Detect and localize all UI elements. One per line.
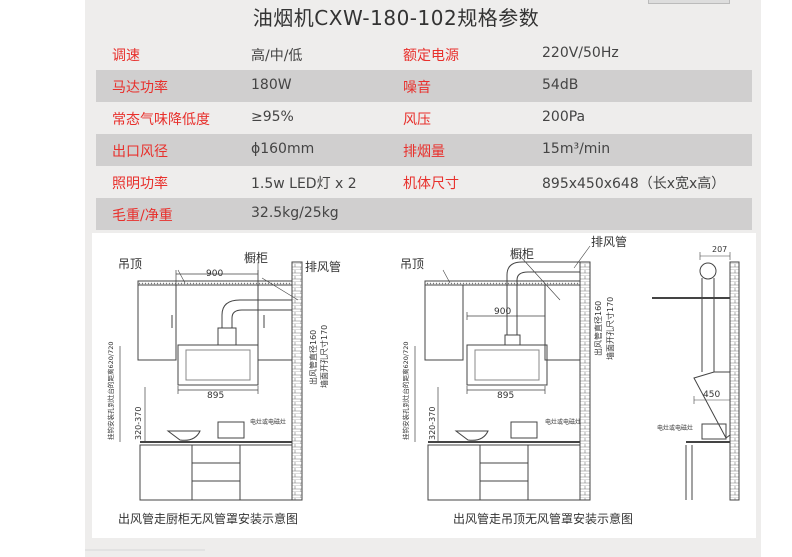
pot — [701, 423, 727, 440]
wall — [291, 261, 303, 501]
spec-label: 调速 — [112, 48, 140, 64]
hood — [177, 344, 259, 386]
label-exhaust-pipe: 排风管 — [305, 259, 341, 274]
spec-value: 1.5w LED灯 x 2 — [251, 176, 357, 192]
wall — [579, 261, 591, 501]
tab-stub — [648, 0, 730, 4]
upper-cabinet-left — [424, 284, 464, 361]
label-ceiling: 吊顶 — [400, 257, 424, 271]
diagram-side-view: 207 450 电灶或电磁灶 — [652, 245, 740, 501]
spec-row: 出口风径 ϕ160mm 排烟量 15m³/min — [96, 134, 752, 166]
spec-label: 常态气味降低度 — [112, 112, 210, 128]
label-height-range: 320-370 — [428, 407, 437, 440]
spec-value: 32.5kg/25kg — [251, 205, 339, 221]
spec-row: 照明功率 1.5w LED灯 x 2 机体尺寸 895x450x648（长x宽x高） — [96, 166, 752, 198]
label-stove: 电灶或电磁灶 — [250, 418, 286, 426]
label-450: 450 — [703, 390, 720, 400]
label-wall-hole: 墙面开孔尺寸170 — [319, 325, 329, 388]
divider — [85, 549, 205, 551]
label-207: 207 — [712, 245, 727, 254]
label-stove: 电灶或电磁灶 — [545, 418, 581, 426]
label-hook-distance: 挂钩安装孔到灶台的距离620/720 — [401, 341, 410, 440]
label-stove: 电灶或电磁灶 — [657, 424, 693, 432]
spec-value: 200Pa — [542, 109, 586, 125]
diagram-ceiling-route: 吊顶 900 橱柜 排风管 895 出风管直径160 墙面开孔尺寸170 挂钩安… — [400, 234, 633, 526]
label-pipe-diameter: 出风管直径160 — [593, 301, 603, 356]
wall — [729, 261, 740, 501]
label-cabinet: 橱柜 — [510, 247, 534, 261]
upper-cabinet-left — [137, 284, 177, 361]
caption-ceiling-route: 出风管走吊顶无风管罩安装示意图 — [453, 511, 633, 526]
spec-label: 毛重/净重 — [112, 208, 173, 224]
label-exhaust-pipe: 排风管 — [591, 234, 627, 249]
spec-row: 毛重/净重 32.5kg/25kg — [96, 198, 752, 230]
duct-outlet — [699, 262, 717, 280]
installation-diagrams: 吊顶 900 橱柜 排风管 895 出风管直径160 墙面开孔尺寸170 挂钩安… — [92, 233, 756, 538]
label-pipe-diameter: 出风管直径160 — [308, 330, 318, 385]
page-title: 油烟机CXW-180-102规格参数 — [252, 6, 540, 30]
hood — [466, 344, 548, 386]
hood-side — [693, 371, 731, 439]
base-cabinet — [139, 444, 293, 501]
spec-value: ≥95% — [251, 109, 294, 125]
label-height-range: 320-370 — [134, 407, 143, 440]
ceiling — [137, 280, 293, 286]
label-hook-distance: 挂钩安装孔到灶台的距离620/720 — [106, 341, 115, 440]
diagram-cabinet-route: 吊顶 900 橱柜 排风管 895 出风管直径160 墙面开孔尺寸170 挂钩安… — [106, 251, 341, 526]
spec-value: 54dB — [542, 77, 579, 93]
spec-label: 风压 — [403, 112, 431, 128]
spec-label: 排烟量 — [403, 144, 445, 160]
spec-label: 额定电源 — [403, 48, 459, 64]
spec-value: 220V/50Hz — [542, 45, 619, 61]
label-900: 900 — [206, 269, 223, 279]
spec-label: 机体尺寸 — [403, 176, 459, 192]
spec-label: 出口风径 — [112, 144, 168, 160]
upper-cabinet-right — [257, 284, 293, 361]
spec-label: 马达功率 — [112, 80, 168, 96]
label-cabinet: 橱柜 — [244, 251, 268, 265]
spec-label: 噪音 — [403, 80, 431, 96]
spec-value: 895x450x648（长x宽x高） — [542, 176, 726, 192]
spec-row: 调速 高/中/低 额定电源 220V/50Hz — [96, 38, 752, 70]
duct — [221, 299, 292, 328]
duct — [506, 261, 580, 335]
label-900: 900 — [494, 307, 511, 317]
upper-cabinet-right — [544, 284, 581, 361]
label-ceiling: 吊顶 — [118, 257, 142, 271]
spec-row: 常态气味降低度 ≥95% 风压 200Pa — [96, 102, 752, 134]
spec-value: ϕ160mm — [251, 141, 315, 157]
pot — [510, 421, 538, 439]
spec-label: 照明功率 — [112, 176, 168, 192]
label-895: 895 — [207, 391, 224, 401]
label-wall-hole: 墙面开孔尺寸170 — [605, 297, 615, 360]
label-895: 895 — [497, 391, 514, 401]
pot — [217, 421, 245, 439]
ceiling — [424, 280, 581, 286]
spec-value: 15m³/min — [542, 141, 611, 157]
spec-value: 高/中/低 — [251, 48, 303, 64]
spec-row: 马达功率 180W 噪音 54dB — [96, 70, 752, 102]
caption-cabinet-route: 出风管走厨柜无风管罩安装示意图 — [118, 511, 298, 526]
spec-value: 180W — [251, 77, 292, 93]
base-cabinet — [427, 444, 581, 501]
